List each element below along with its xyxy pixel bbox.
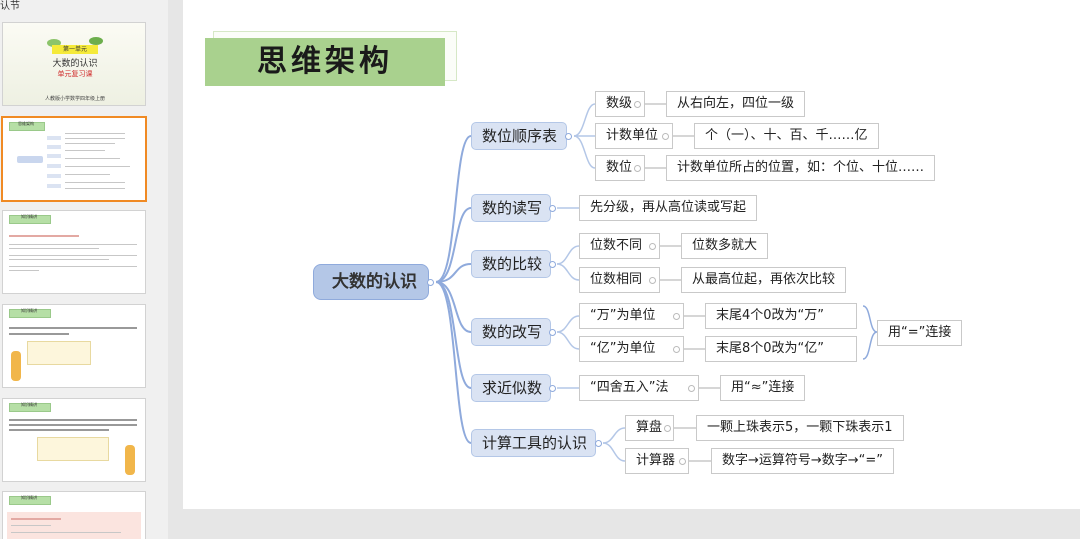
collapse-toggle[interactable] [634,165,641,172]
leaf-abacus-rule[interactable]: 一颗上珠表示5，一颗下珠表示1 [696,415,904,441]
thumb-tag-label: 思维架构 [9,121,43,127]
leaf-approx-join[interactable]: 用“≈”连接 [720,375,805,401]
slide-canvas[interactable]: 思维架构 [183,0,1080,509]
mini-root [17,156,43,163]
leaf-equals-join[interactable]: 用“=”连接 [877,320,962,346]
collapse-toggle[interactable] [595,440,602,447]
section-label: 认节 [0,0,20,12]
collapse-toggle[interactable] [649,277,656,284]
cover-subtitle: 单元复习课 [33,69,117,79]
slide-thumbnail-panel: 认节 第一单元 大数的认识 单元复习课 人教版小学数学四年级上册 思维架构 知识… [0,0,169,539]
slide-thumbnail-6[interactable]: 知识精讲 [2,491,146,539]
leaf-more-digits-bigger[interactable]: 位数多就大 [681,233,768,259]
leaf-decoration [89,37,103,45]
collapse-toggle[interactable] [662,133,669,140]
branch-calc-tools[interactable]: 计算工具的认识 [471,429,596,457]
leaf-yi-rule[interactable]: 末尾8个0改为“亿” [705,336,857,362]
sub-wan-unit[interactable]: “万”为单位 [579,303,684,329]
collapse-toggle[interactable] [549,329,556,336]
girl-illustration [125,445,135,475]
collapse-toggle[interactable] [549,261,556,268]
thumb-tag-label: 知识精讲 [9,308,49,314]
thumb-tag-label: 知识精讲 [9,402,49,408]
collapse-toggle[interactable] [549,385,556,392]
slide-thumbnail-2[interactable]: 思维架构 [1,116,147,202]
thumb-tag-label: 知识精讲 [9,214,49,220]
branch-approximation[interactable]: 求近似数 [471,374,551,402]
leaf-compare-from-highest[interactable]: 从最高位起，再依次比较 [681,267,846,293]
branch-read-write[interactable]: 数的读写 [471,194,551,222]
sub-yi-unit[interactable]: “亿”为单位 [579,336,684,362]
slide-thumbnail-5[interactable]: 知识精讲 [2,398,146,482]
collapse-toggle[interactable] [634,101,641,108]
thumb-tag-label: 知识精讲 [9,495,49,501]
collapse-toggle[interactable] [673,346,680,353]
collapse-toggle[interactable] [427,279,434,286]
collapse-toggle[interactable] [673,313,680,320]
branch-compare[interactable]: 数的比较 [471,250,551,278]
slide-bottom-margin [183,509,1080,539]
leaf-read-write-rule[interactable]: 先分级，再从高位读或写起 [579,195,757,221]
panel-splitter[interactable] [168,0,182,539]
collapse-toggle[interactable] [549,205,556,212]
branch-place-value-table[interactable]: 数位顺序表 [471,122,567,150]
girl-illustration [11,351,21,381]
cover-title: 大数的认识 [33,56,117,69]
cover-unit-tab: 第一单元 [52,45,98,54]
collapse-toggle[interactable] [664,425,671,432]
slide-thumbnail-1[interactable]: 第一单元 大数的认识 单元复习课 人教版小学数学四年级上册 [2,22,146,106]
collapse-toggle[interactable] [649,243,656,250]
collapse-toggle[interactable] [565,133,572,140]
cover-footer: 人教版小学数学四年级上册 [13,95,137,102]
leaf-period-rule[interactable]: 从右向左，四位一级 [666,91,805,117]
sub-same-digits[interactable]: 位数相同 [579,267,660,293]
leaf-calculator-order[interactable]: 数字→运算符号→数字→“=” [711,448,894,474]
leaf-wan-rule[interactable]: 末尾4个0改为“万” [705,303,857,329]
collapse-toggle[interactable] [679,458,686,465]
leaf-digit-place-def[interactable]: 计数单位所占的位置，如：个位、十位…… [666,155,935,181]
sub-rounding-method[interactable]: “四舍五入”法 [579,375,699,401]
sub-different-digits[interactable]: 位数不同 [579,233,660,259]
branch-rewrite[interactable]: 数的改写 [471,318,551,346]
slide-thumbnail-3[interactable]: 知识精讲 [2,210,146,294]
slide-thumbnail-4[interactable]: 知识精讲 [2,304,146,388]
leaf-counting-units[interactable]: 个（一）、十、百、千……亿 [694,123,879,149]
mindmap-root[interactable]: 大数的认识 [313,264,429,300]
collapse-toggle[interactable] [688,385,695,392]
